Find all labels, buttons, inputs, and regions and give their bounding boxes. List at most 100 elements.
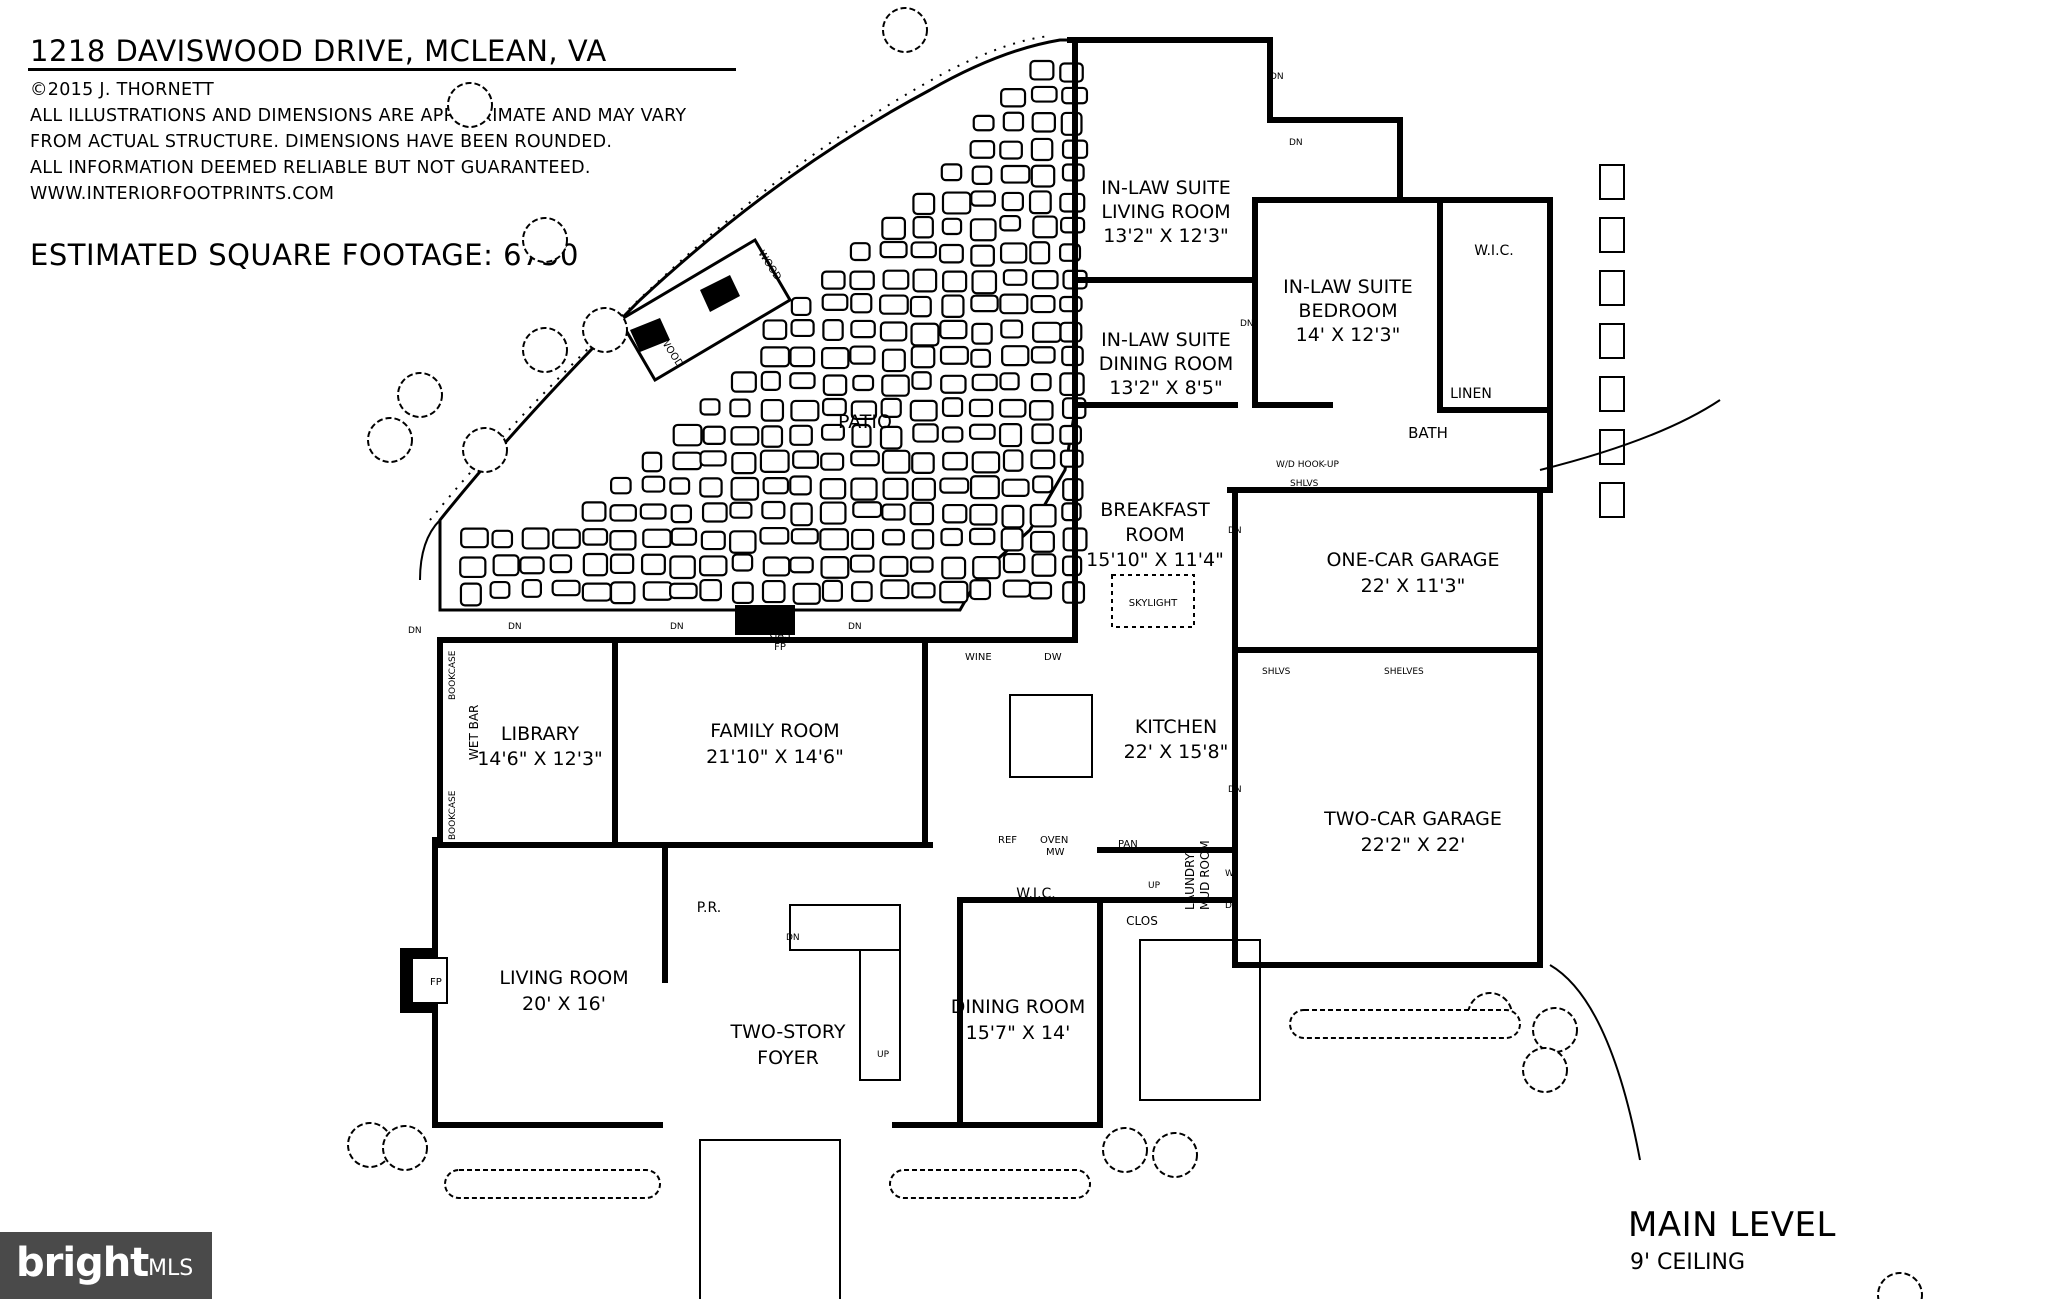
patio-stone [790,399,820,422]
dn-label-2: DN [1289,138,1303,148]
patio-stone [912,215,934,239]
patio-stone [730,371,757,393]
shrub [1522,1047,1568,1093]
mw-label: MW [1046,847,1065,858]
breakfast-name1: BREAKFAST [1100,499,1210,521]
shrub [1877,1272,1923,1299]
patio-stone [971,270,998,295]
patio-stone [1030,85,1058,103]
wic-upper: W.I.C. [1474,243,1514,259]
patio-stone [970,244,995,267]
hedge [1289,1009,1521,1039]
patio-stone [941,556,967,580]
patio-stone [790,502,813,527]
gas-fp-label-2: FP [774,642,786,653]
breakfast-dims: 15'10" X 11'4" [1086,549,1224,571]
patio-stone [1032,321,1062,343]
wic-kitchen-label: W.I.C. [1016,886,1056,902]
patio-stone [909,295,932,318]
patio-stone [1000,527,1024,552]
patio-stone [699,555,728,577]
driveway-stones [1139,939,1261,1101]
ref-label: REF [998,835,1017,846]
patio-stone [880,579,910,600]
linen-label: LINEN [1450,386,1492,402]
patio-stone [910,322,940,347]
patio-stone [821,270,846,290]
patio-stone [821,579,843,602]
patio-stone [669,555,696,580]
dining-room-dims: 15'7" X 14' [966,1022,1071,1044]
inlaw-living-dims: 13'2" X 12'3" [1103,225,1229,247]
patio-stone [1001,504,1025,529]
patio-stone [1000,164,1031,184]
patio-stone [911,371,932,390]
dn-label-6: DN [508,622,522,632]
patio-stone [790,528,819,545]
foyer-name1: TWO-STORY [730,1021,846,1043]
shrub [582,307,628,353]
patio-stone [1000,319,1024,339]
patio-stone [912,192,936,216]
patio-stone [1031,270,1059,290]
gas-fp-label-1: GAS [770,630,791,641]
patio-stone [792,450,820,469]
disclaimer-line-3: ALL INFORMATION DEEMED RELIABLE BUT NOT … [30,158,591,178]
patio-stone [642,528,672,549]
kitchen-dims: 22' X 15'8" [1124,741,1229,763]
shlvs-label-2: SHLVS [1262,667,1291,677]
two-car-garage-name: TWO-CAR GARAGE [1323,808,1502,830]
patio-stone [880,397,902,418]
patio-stone [792,582,821,605]
patio-stone [911,529,935,550]
patio-stone [761,500,786,520]
dn-label-10: DN [786,933,800,943]
skylight [1111,574,1195,628]
patio-stone [790,319,815,338]
patio-stone [582,552,609,577]
square-footage: ESTIMATED SQUARE FOOTAGE: 6750 [30,238,579,272]
patio-stone [1002,111,1025,132]
dw-label: DW [1044,652,1062,663]
patio-stone [731,451,757,475]
patio-stone [911,477,936,501]
dn-label-5: DN [1228,785,1242,795]
patio-stone [789,424,813,446]
patio-stone [820,556,850,579]
patio-stone [1031,553,1057,577]
patio-stone [851,528,875,551]
patio-stone [942,503,968,524]
patio-stone [1060,111,1083,136]
patio-stone [940,163,963,182]
patio-stone [1001,478,1030,498]
patio-stone [1029,503,1057,528]
patio-stone [849,242,871,262]
inlaw-dining-name1: IN-LAW SUITE [1101,329,1231,351]
dn-label-3: DN [1240,319,1254,329]
patio-stone [699,450,727,467]
patio-stone [969,475,1000,500]
patio-stone [760,370,781,392]
library-name: LIBRARY [501,723,580,745]
patio-stone [939,477,970,494]
patio-stone [881,449,911,474]
patio-stone [999,398,1027,418]
patio-stone [460,527,489,549]
patio-stone [882,269,910,290]
address-title: 1218 DAVISWOOD DRIVE, MCLEAN, VA [30,34,607,68]
logo-suffix: MLS [148,1256,194,1281]
patio-stone [702,425,726,445]
powder-room-label: P.R. [697,900,721,916]
patio-stone [759,526,790,545]
closet-label: CLOS [1126,914,1158,928]
patio-stone [941,397,964,417]
inlaw-bedroom-dims: 14' X 12'3" [1296,324,1401,346]
outdoor-fp-label: FP [707,291,725,309]
patio-stone [641,451,663,473]
patio-stone [521,578,543,598]
inlaw-dining-name2: DINING ROOM [1099,353,1234,375]
wd-hookup-label: W/D HOOK-UP [1276,460,1339,470]
patio-stone [789,556,814,574]
patio-stone [609,581,636,605]
